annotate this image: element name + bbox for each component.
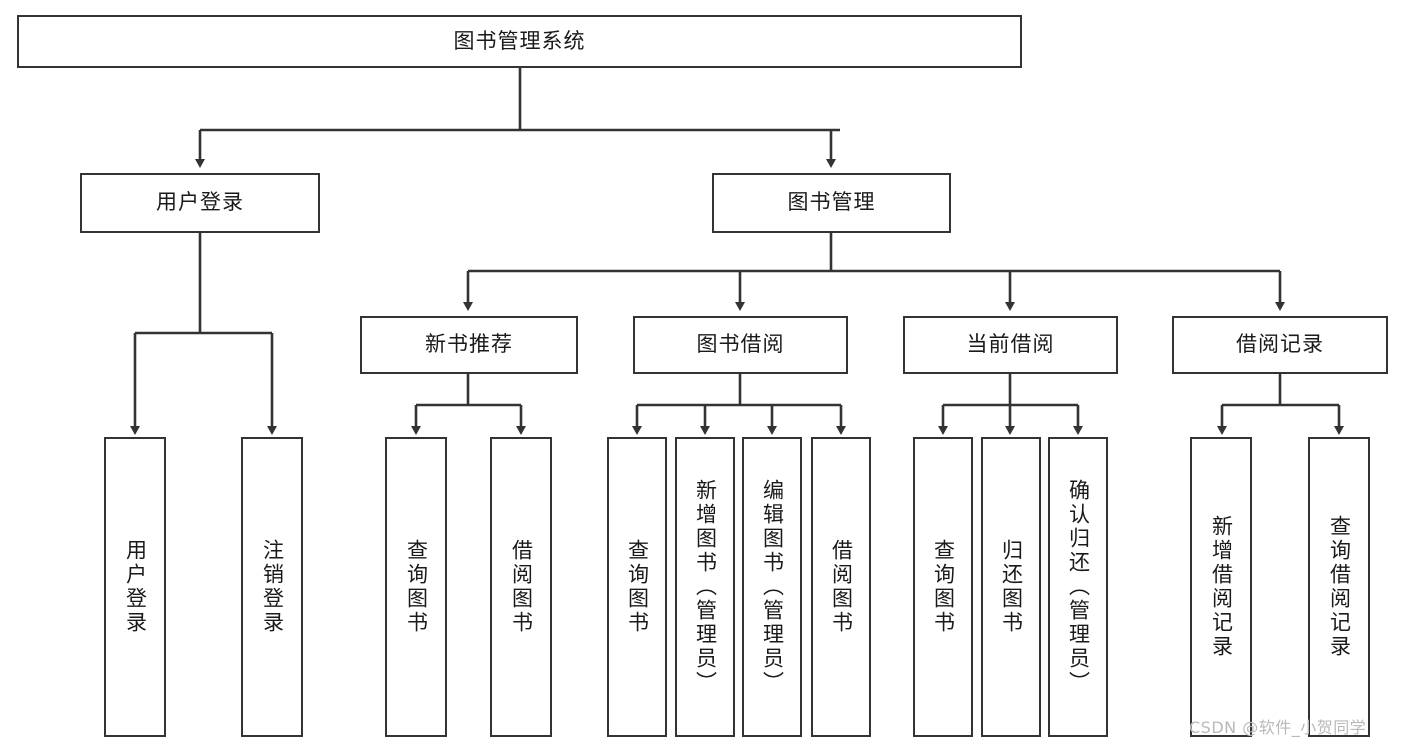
node-label: 新增借阅记录 xyxy=(1209,515,1234,659)
node-new-book-recommend[interactable]: 新书推荐 xyxy=(360,316,578,374)
node-label: 查询图书 xyxy=(404,539,429,635)
node-label: 借阅图书 xyxy=(829,539,854,635)
node-label: 图书管理系统 xyxy=(453,28,586,53)
node-label: 编辑图书（管理员） xyxy=(760,479,785,695)
leaf-borrow-book-recommend[interactable]: 借阅图书 xyxy=(490,437,552,737)
leaf-add-book[interactable]: 新增图书（管理员） xyxy=(675,437,735,737)
leaf-borrow-book[interactable]: 借阅图书 xyxy=(811,437,871,737)
leaf-query-borrow-record[interactable]: 查询借阅记录 xyxy=(1308,437,1370,737)
leaf-query-book-recommend[interactable]: 查询图书 xyxy=(385,437,447,737)
node-user-login[interactable]: 用户登录 xyxy=(80,173,320,233)
leaf-edit-book[interactable]: 编辑图书（管理员） xyxy=(742,437,802,737)
node-borrow-record[interactable]: 借阅记录 xyxy=(1172,316,1388,374)
node-root-system[interactable]: 图书管理系统 xyxy=(17,15,1022,68)
leaf-query-book-borrow[interactable]: 查询图书 xyxy=(607,437,667,737)
leaf-add-borrow-record[interactable]: 新增借阅记录 xyxy=(1190,437,1252,737)
node-label: 查询借阅记录 xyxy=(1327,515,1352,659)
node-book-manage[interactable]: 图书管理 xyxy=(712,173,951,233)
node-book-borrow[interactable]: 图书借阅 xyxy=(633,316,848,374)
node-label: 注销登录 xyxy=(260,539,285,635)
node-label: 查询图书 xyxy=(625,539,650,635)
leaf-query-book-current[interactable]: 查询图书 xyxy=(913,437,973,737)
node-label: 用户登录 xyxy=(156,190,244,215)
node-label: 新增图书（管理员） xyxy=(693,479,718,695)
node-label: 图书借阅 xyxy=(696,332,785,357)
leaf-confirm-return[interactable]: 确认归还（管理员） xyxy=(1048,437,1108,737)
node-label: 图书管理 xyxy=(787,190,876,215)
node-label: 新书推荐 xyxy=(425,332,513,357)
node-current-borrow[interactable]: 当前借阅 xyxy=(903,316,1118,374)
node-label: 用户登录 xyxy=(123,539,148,635)
node-label: 当前借阅 xyxy=(966,332,1055,357)
leaf-return-book[interactable]: 归还图书 xyxy=(981,437,1041,737)
node-label: 归还图书 xyxy=(999,539,1024,635)
node-label: 确认归还（管理员） xyxy=(1066,479,1091,695)
node-label: 借阅图书 xyxy=(509,539,534,635)
node-label: 查询图书 xyxy=(931,539,956,635)
node-label: 借阅记录 xyxy=(1236,332,1324,357)
leaf-logout[interactable]: 注销登录 xyxy=(241,437,303,737)
leaf-user-login[interactable]: 用户登录 xyxy=(104,437,166,737)
